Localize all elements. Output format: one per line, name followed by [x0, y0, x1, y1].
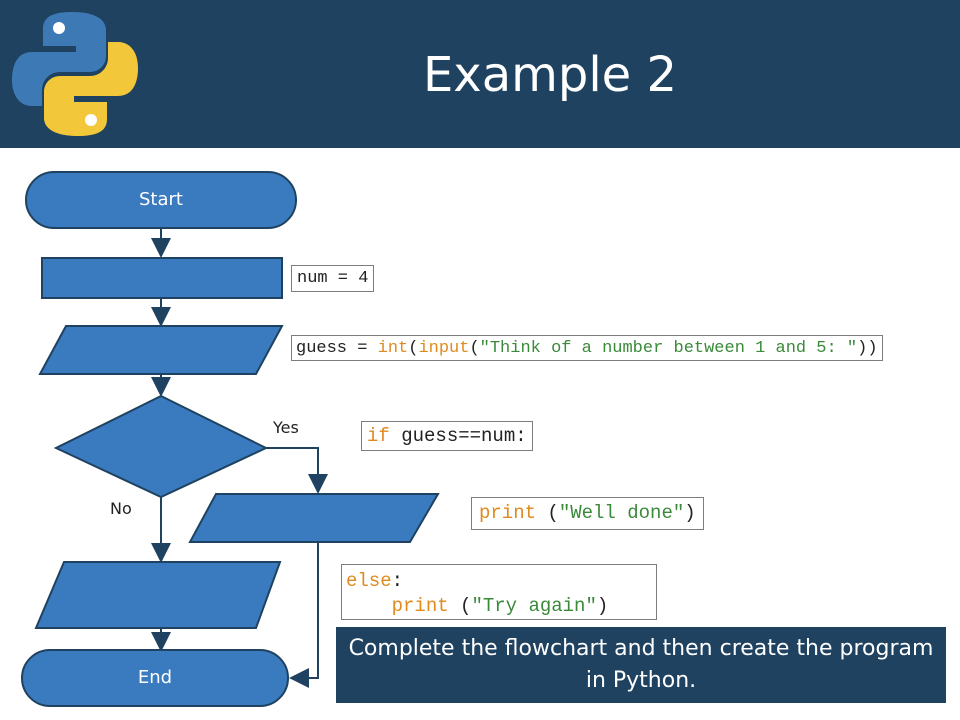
code-input-fn2: input	[418, 339, 470, 358]
code-input-p2: (	[469, 339, 480, 358]
code-print-well-done: print ("Well done")	[471, 497, 704, 530]
connector-well-done-end	[289, 542, 319, 688]
output-try-again-parallelogram	[34, 561, 282, 629]
code-else-end: )	[596, 595, 609, 617]
code-print-str: "Well done"	[558, 502, 685, 524]
page-title: Example 2	[422, 47, 678, 103]
code-else-kw: else	[346, 570, 392, 592]
input-parallelogram	[38, 325, 284, 375]
code-print-sp: (	[536, 502, 559, 524]
code-else-print-kw: print	[391, 595, 449, 617]
start-label: Start	[139, 189, 183, 210]
code-input-line: guess = int(input("Think of a number bet…	[291, 335, 883, 361]
output-well-done-parallelogram	[188, 493, 440, 543]
header-bar: Example 2	[0, 0, 960, 148]
code-input-var: guess	[296, 339, 348, 358]
code-print-end: )	[684, 502, 696, 524]
decision-diamond	[53, 394, 269, 499]
no-label: No	[110, 499, 132, 518]
code-assign-text: num = 4	[297, 269, 369, 288]
code-if-kw: if	[367, 425, 390, 447]
instruction-box: Complete the flowchart and then create t…	[336, 627, 946, 703]
code-else-colon: :	[391, 570, 404, 592]
end-terminator	[21, 649, 289, 707]
code-else-block: else: print ("Try again")	[341, 564, 657, 620]
process-box	[41, 257, 283, 299]
code-else-str: "Try again"	[471, 595, 597, 617]
code-assign: num = 4	[291, 265, 375, 292]
code-input-p3: ))	[857, 339, 878, 358]
connector-yes	[266, 447, 328, 494]
code-else-indent	[346, 595, 392, 617]
code-if-rest: guess==num:	[389, 425, 527, 447]
code-input-str: "Think of a number between 1 and 5: "	[479, 339, 858, 358]
code-else-sp: (	[448, 595, 472, 617]
start-terminator	[25, 171, 297, 229]
python-logo-icon	[12, 12, 138, 136]
code-input-p1: (	[408, 339, 419, 358]
end-label: End	[137, 667, 173, 688]
code-input-op: =	[347, 339, 378, 358]
code-if-line: if guess==num:	[361, 421, 533, 451]
yes-label: Yes	[273, 418, 299, 437]
code-print-kw: print	[479, 502, 537, 524]
code-input-fn1: int	[377, 339, 409, 358]
